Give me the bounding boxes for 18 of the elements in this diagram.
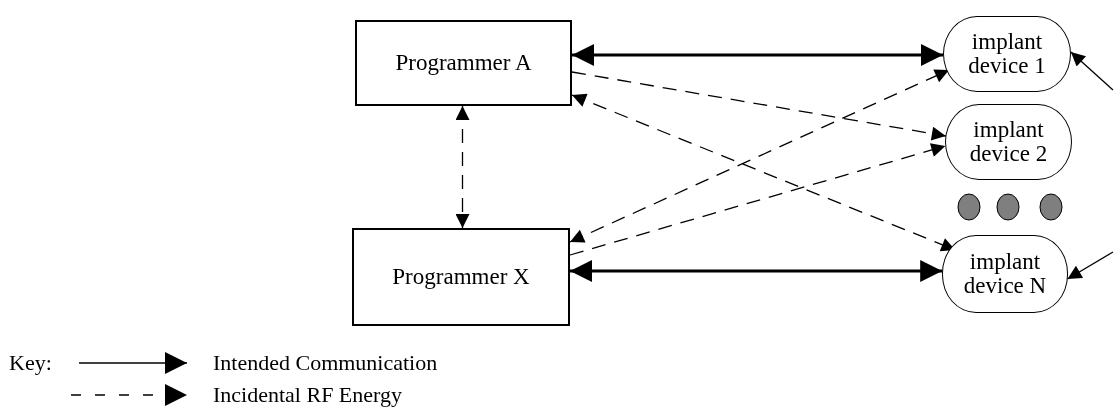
- legend-text: Incidental RF Energy: [213, 382, 402, 408]
- node-text: implant device N: [962, 249, 1048, 299]
- arrow: [569, 69, 950, 243]
- node-text: Programmer X: [392, 264, 530, 290]
- arrow: [1066, 251, 1114, 280]
- arrow: [571, 71, 947, 141]
- arrow: [455, 105, 470, 229]
- key-heading: Key:: [9, 350, 52, 376]
- node-text: Programmer A: [395, 50, 532, 76]
- arrow: [1070, 51, 1114, 91]
- arrow: [569, 143, 946, 256]
- legend-text: Intended Communication: [213, 350, 438, 376]
- programmer-box: [355, 20, 572, 106]
- arrow: [572, 44, 943, 66]
- node-text: implant device 1: [967, 29, 1047, 79]
- programmer-box: [352, 228, 570, 326]
- node-text: implant device 2: [968, 117, 1049, 167]
- arrow: [570, 260, 943, 282]
